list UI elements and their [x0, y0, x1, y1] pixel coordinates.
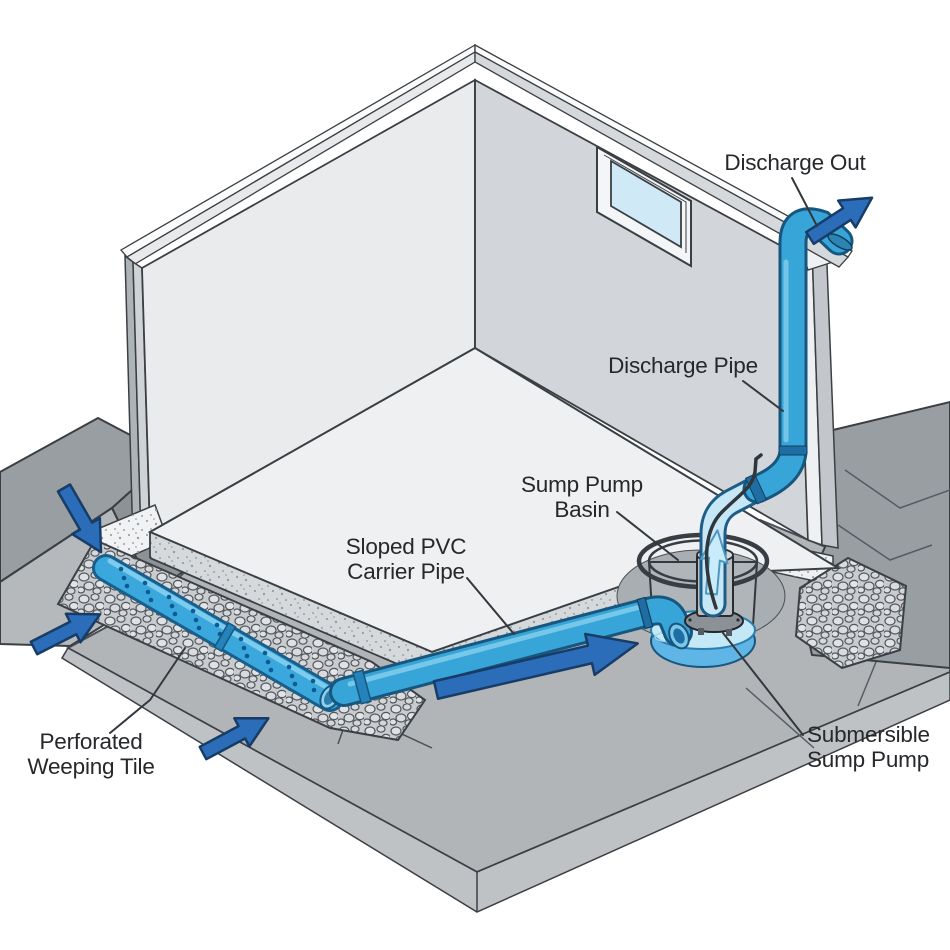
leader-discharge-out [791, 177, 818, 227]
gravel-bed-right [794, 556, 908, 670]
right-wall [474, 43, 853, 549]
label-discharge-pipe: Discharge Pipe [608, 353, 758, 378]
label-sump-pump-basin: Sump Pump Basin [520, 472, 644, 523]
leader-discharge-pipe [742, 380, 784, 412]
discharge-pipe [742, 207, 854, 505]
sloped-pvc-carrier-pipe [329, 595, 693, 707]
left-wall [119, 43, 476, 546]
label-sloped-pvc-carrier-pipe: Sloped PVC Carrier Pipe [345, 534, 467, 585]
label-perforated-weeping-tile: Perforated Weeping Tile [27, 729, 155, 780]
leader-carrier-pipe [466, 577, 515, 635]
carrier-pipe-outlet [668, 622, 690, 650]
label-submersible-sump-pump: Submersible Sump Pump [807, 722, 930, 773]
leader-lines [109, 177, 818, 736]
pump-power-cable [704, 453, 763, 610]
basement-window [596, 145, 692, 268]
leader-sump-pump-basin [616, 511, 679, 561]
leader-submersible-pump [722, 632, 804, 736]
label-discharge-out: Discharge Out [724, 150, 866, 175]
leader-weeping-tile [109, 647, 186, 734]
